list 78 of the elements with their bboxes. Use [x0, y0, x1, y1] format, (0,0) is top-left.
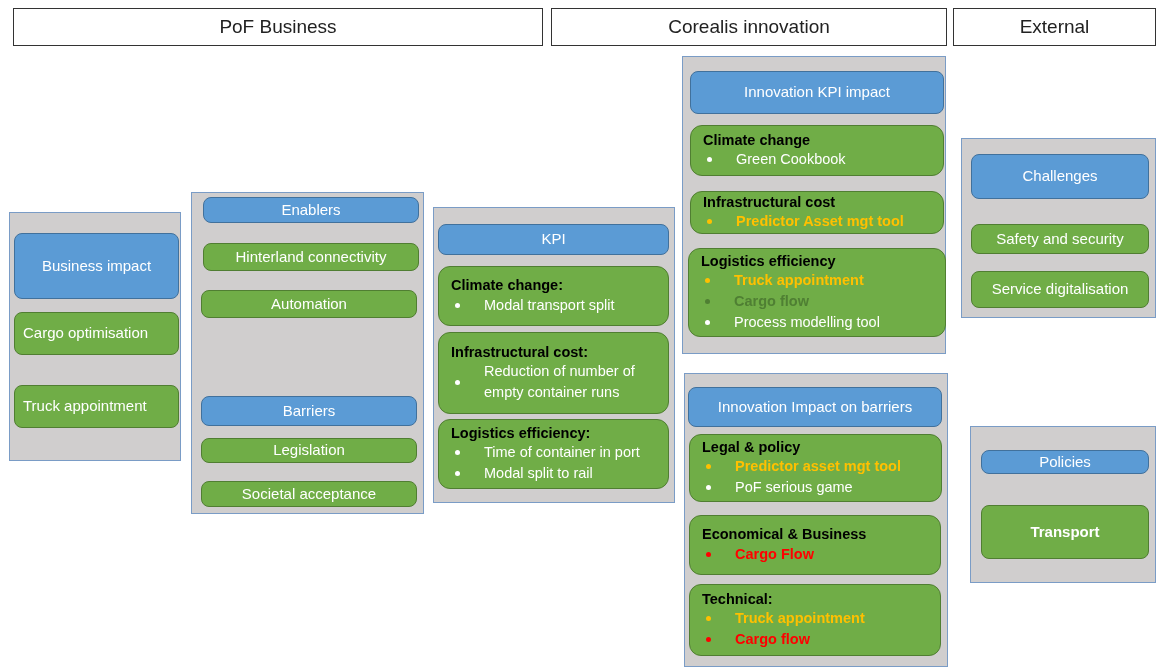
box-label: Service digitalisation	[990, 279, 1130, 300]
section-header	[953, 8, 1156, 46]
box-label: PoF Business	[218, 14, 338, 39]
bullet-item: Truck appointment	[735, 609, 865, 629]
box-label: External	[1018, 14, 1091, 39]
group-panel	[682, 56, 946, 354]
box-heading: Logistics efficiency:	[451, 423, 592, 443]
bullet-item: Truck appointment	[734, 271, 864, 291]
bullet-item: Reduction of number of empty container runs	[484, 362, 636, 403]
box-label: Enablers	[280, 199, 342, 220]
box-label: Challenges	[1021, 166, 1099, 187]
box-label: Truck appointment	[22, 396, 148, 417]
category-box	[14, 233, 179, 299]
section-header	[13, 8, 543, 46]
bullet-item: Cargo Flow	[735, 544, 814, 564]
group-panel	[684, 373, 948, 667]
item-box	[203, 243, 419, 271]
box-heading: Logistics efficiency	[701, 251, 837, 271]
item-box	[201, 290, 417, 318]
box-heading: Economical & Business	[702, 525, 868, 544]
kpi-box	[689, 584, 941, 656]
bullet-item: Time of container in port	[484, 443, 640, 463]
kpi-box	[689, 434, 942, 502]
category-box	[688, 387, 942, 427]
bullet-item: PoF serious game	[735, 478, 853, 498]
kpi-box	[690, 191, 944, 234]
group-panel	[9, 212, 181, 461]
box-label: Business impact	[40, 255, 153, 276]
kpi-box	[688, 248, 946, 337]
item-box	[14, 385, 179, 428]
item-box	[971, 224, 1149, 254]
box-heading: Climate change	[703, 130, 812, 150]
box-heading: Legal & policy	[702, 437, 802, 457]
box-label: Policies	[1038, 451, 1092, 472]
box-label: Legislation	[272, 440, 346, 461]
category-box	[981, 450, 1149, 474]
box-label: Safety and security	[995, 228, 1125, 249]
bullet-item: Process modelling tool	[734, 313, 880, 333]
item-box	[981, 505, 1149, 559]
box-label: Societal acceptance	[240, 483, 378, 504]
item-box	[14, 312, 179, 355]
box-label: Corealis innovation	[667, 14, 831, 39]
category-box	[690, 71, 944, 114]
section-header	[551, 8, 947, 46]
box-label: Hinterland connectivity	[234, 246, 388, 267]
box-heading: Climate change:	[451, 276, 564, 295]
group-panel	[433, 207, 675, 503]
box-label: Innovation Impact on barriers	[716, 396, 914, 417]
kpi-box	[438, 419, 669, 489]
category-box	[203, 197, 419, 223]
box-label: KPI	[540, 229, 567, 250]
box-label: Innovation KPI impact	[743, 82, 891, 103]
category-box	[438, 224, 669, 255]
box-label: Barriers	[281, 400, 337, 421]
category-box	[971, 154, 1149, 199]
kpi-box	[438, 266, 669, 326]
bullet-item: Cargo flow	[735, 630, 810, 650]
bullet-item: Predictor Asset mgt tool	[736, 212, 904, 232]
kpi-box	[690, 125, 944, 176]
group-panel	[191, 192, 424, 514]
item-box	[971, 271, 1149, 308]
box-heading: Infrastructural cost	[703, 192, 837, 212]
bullet-item: Green Cookbook	[736, 150, 846, 170]
item-box	[201, 438, 417, 463]
box-label: Automation	[270, 293, 348, 314]
box-heading: Infrastructural cost:	[451, 342, 589, 362]
kpi-box	[438, 332, 669, 414]
box-label: Cargo optimisation	[22, 323, 150, 344]
box-label: Transport	[1029, 521, 1101, 542]
category-box	[201, 396, 417, 426]
kpi-box	[689, 515, 941, 575]
item-box	[201, 481, 417, 507]
box-heading: Technical:	[702, 589, 774, 609]
bullet-item: Modal transport split	[484, 295, 615, 315]
bullet-item: Modal split to rail	[484, 464, 593, 484]
group-panel	[970, 426, 1156, 583]
bullet-item: Predictor asset mgt tool	[735, 457, 901, 477]
group-panel	[961, 138, 1156, 318]
